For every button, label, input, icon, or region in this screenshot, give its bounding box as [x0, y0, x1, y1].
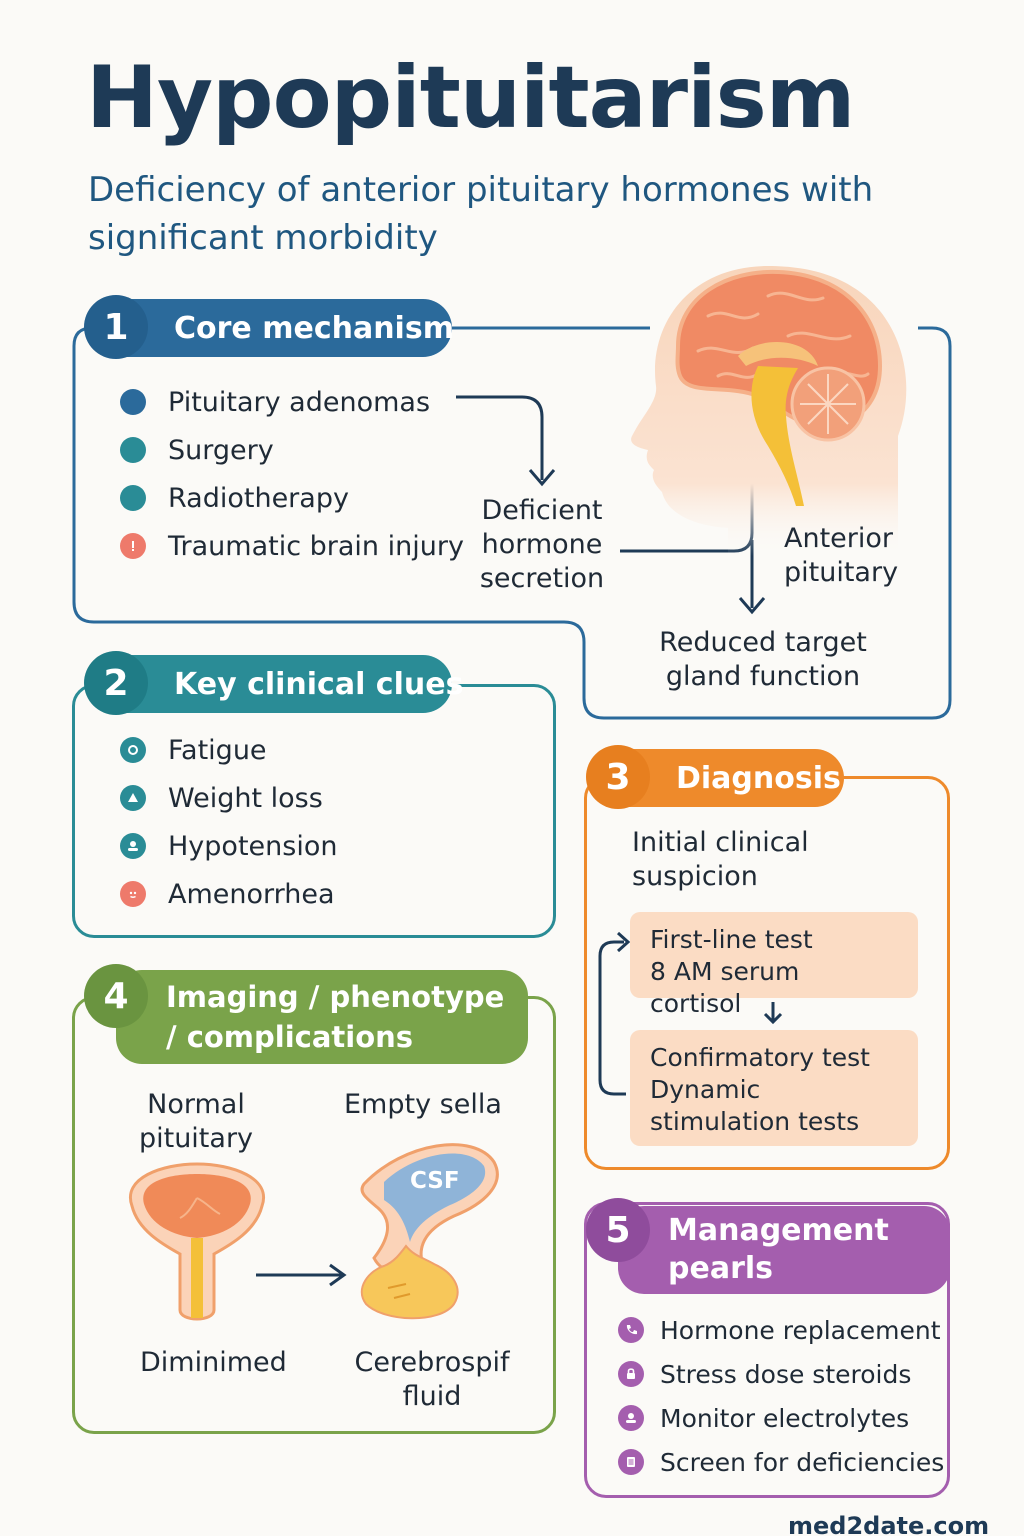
list-item: Stress dose steroids	[618, 1352, 944, 1396]
csf-label: CSF	[410, 1168, 460, 1194]
section-4-heading: Imaging / phenotype / complications	[116, 970, 528, 1064]
footer-website: med2date.com	[788, 1512, 990, 1536]
list-item: Amenorrhea	[120, 870, 337, 918]
diminished-label: Diminimed	[140, 1347, 287, 1378]
list-item: Monitor electrolytes	[618, 1396, 944, 1440]
list-item: Fatigue	[120, 726, 337, 774]
management-list: Hormone replacement Stress dose steroids…	[618, 1308, 944, 1484]
bullet-dot-icon	[120, 389, 146, 415]
bullet-dot-icon	[120, 485, 146, 511]
alert-icon	[120, 533, 146, 559]
section-4-number-badge: 4	[84, 964, 148, 1028]
page-title: Hypopituitarism	[86, 48, 855, 148]
cause-list: Pituitary adenomas Surgery Radiotherapy …	[120, 378, 464, 570]
first-line-test-title: First-line test	[650, 925, 813, 954]
user-icon	[618, 1405, 644, 1431]
initial-suspicion-label: Initial clinical suspicion	[632, 827, 809, 892]
cause-arrow-line	[456, 395, 544, 480]
section-2-number-badge: 2	[84, 651, 148, 715]
reduced-arrow-head	[738, 597, 766, 615]
section-1-number-badge: 1	[84, 295, 148, 359]
confirmatory-test-box: Confirmatory test Dynamic stimulation te…	[630, 1030, 918, 1146]
person-icon	[120, 833, 146, 859]
first-line-test-box: First-line test 8 AM serum cortisol	[630, 912, 918, 1018]
section-2-heading: Key clinical clues	[92, 655, 463, 713]
list-item: Radiotherapy	[120, 474, 464, 522]
confirmatory-test-title: Confirmatory test	[650, 1043, 870, 1072]
face-icon	[120, 881, 146, 907]
normal-pituitary-illustration	[128, 1162, 266, 1321]
down-arrow-icon	[763, 1002, 783, 1025]
section-1-heading: Core mechanism	[92, 299, 454, 357]
empty-sella-illustration	[360, 1143, 499, 1320]
section-5-number-badge: 5	[586, 1198, 650, 1262]
cerebrospinal-fluid-label: Cerebrospif fluid	[354, 1347, 510, 1412]
document-icon	[618, 1449, 644, 1475]
head-brain-illustration	[631, 266, 907, 556]
list-item: Hormone replacement	[618, 1308, 944, 1352]
management-panel	[584, 1202, 950, 1498]
first-line-test-detail: 8 AM serum cortisol	[650, 957, 800, 1018]
bullet-dot-icon	[120, 437, 146, 463]
normal-pituitary-label: Normal pituitary	[138, 1089, 254, 1154]
right-arrow-icon	[256, 1263, 347, 1287]
fatigue-icon	[120, 737, 146, 763]
confirmatory-test-detail: Dynamic stimulation tests	[650, 1075, 860, 1136]
deficient-secretion-label: Deficient hormone secretion	[479, 495, 605, 594]
weight-icon	[120, 785, 146, 811]
list-item: Hypotension	[120, 822, 337, 870]
section-3-number-badge: 3	[586, 745, 650, 809]
section-5-heading: Management pearls	[618, 1206, 950, 1294]
anterior-pituitary-label: Anterior pituitary	[784, 523, 899, 588]
list-item: Surgery	[120, 426, 464, 474]
list-item: Pituitary adenomas	[120, 378, 464, 426]
empty-sella-label: Empty sella	[344, 1089, 502, 1120]
list-item: Traumatic brain injury	[120, 522, 464, 570]
page-subtitle: Deficiency of anterior pituitary hormone…	[88, 170, 874, 258]
clue-list: Fatigue Weight loss Hypotension Amenorrh…	[120, 726, 337, 918]
list-item: Screen for deficiencies	[618, 1440, 944, 1484]
list-item: Weight loss	[120, 774, 337, 822]
cause-arrow-head	[528, 469, 556, 487]
phone-icon	[618, 1317, 644, 1343]
lock-icon	[618, 1361, 644, 1387]
diagnosis-loop-arrow	[598, 931, 631, 1096]
reduced-function-label: Reduced target gland function	[659, 627, 867, 692]
